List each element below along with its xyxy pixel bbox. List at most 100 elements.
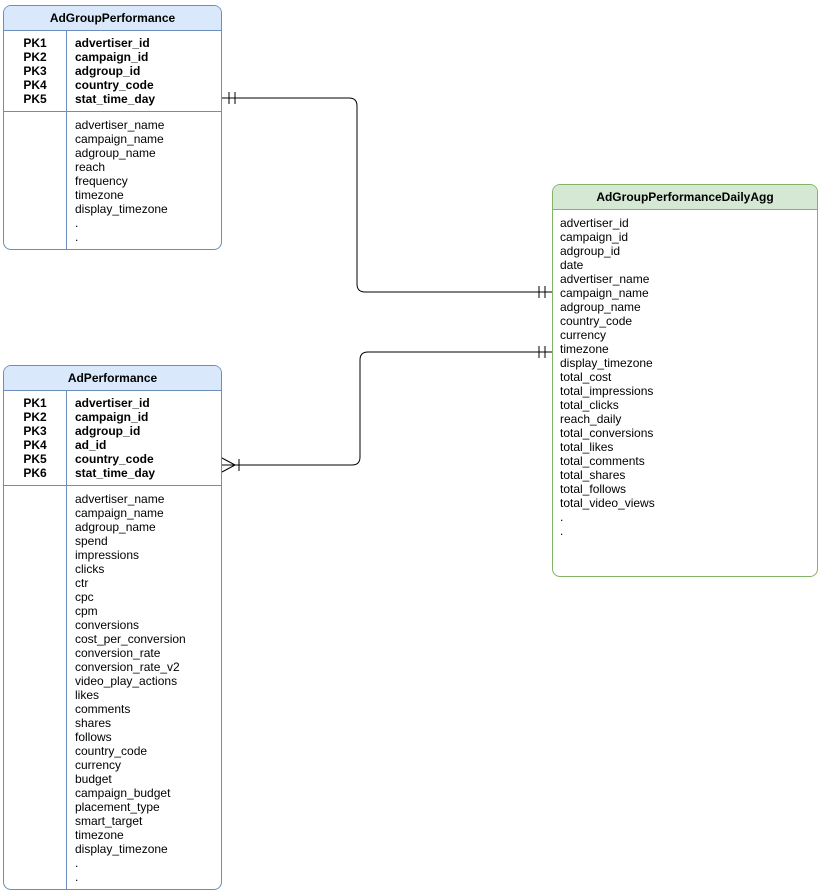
cardinality-crows-foot — [221, 464, 236, 473]
relationship-line-adgroupperformance-to-adgroupperformancedailyagg[interactable] — [222, 97, 552, 293]
pk-label: PK1 — [23, 396, 47, 410]
field-spacer — [4, 146, 66, 160]
field-spacer — [4, 506, 66, 520]
field-row: timezone — [4, 828, 221, 842]
field-spacer — [4, 548, 66, 562]
pk-field-name: ad_id — [75, 438, 107, 452]
field-row: advertiser_name — [4, 118, 221, 132]
field-name: follows — [75, 730, 112, 744]
field-row: adgroup_name — [553, 300, 817, 314]
field-name: timezone — [75, 188, 124, 202]
field-row: comments — [4, 702, 221, 716]
field-spacer — [4, 758, 66, 772]
field-name: display_timezone — [75, 842, 168, 856]
field-name: . — [75, 870, 79, 884]
field-spacer — [4, 188, 66, 202]
field-spacer — [4, 216, 66, 230]
field-name: campaign_name — [75, 506, 164, 520]
field-spacer — [4, 870, 66, 884]
field-row: total_likes — [553, 440, 817, 454]
field-name: country_code — [560, 314, 633, 328]
field-spacer — [4, 562, 66, 576]
pk-field-name: adgroup_id — [75, 64, 141, 78]
pk-field-name: stat_time_day — [75, 92, 156, 106]
entity-title: AdGroupPerformance — [4, 6, 221, 31]
field-spacer — [4, 590, 66, 604]
field-name: . — [75, 230, 79, 244]
field-spacer — [4, 118, 66, 132]
field-name: cpm — [75, 604, 98, 618]
pk-label: PK2 — [23, 410, 47, 424]
field-spacer — [4, 576, 66, 590]
section-divider — [4, 111, 221, 112]
pk-field-name: country_code — [75, 452, 154, 466]
field-row: placement_type — [4, 800, 221, 814]
pk-field-name: advertiser_id — [75, 396, 150, 410]
field-row: adgroup_name — [4, 520, 221, 534]
pk-column-divider — [66, 391, 67, 889]
field-spacer — [4, 786, 66, 800]
field-row: reach_daily — [553, 412, 817, 426]
field-row: campaign_name — [553, 286, 817, 300]
field-row: date — [553, 258, 817, 272]
field-spacer — [4, 856, 66, 870]
field-name: ctr — [75, 576, 89, 590]
pk-label: PK3 — [23, 424, 47, 438]
field-name: total_likes — [560, 440, 614, 454]
field-name: total_video_views — [560, 496, 655, 510]
field-name: cost_per_conversion — [75, 632, 186, 646]
field-name: reach_daily — [560, 412, 622, 426]
field-row: advertiser_id — [553, 216, 817, 230]
pk-row: PK5 stat_time_day — [4, 92, 221, 106]
field-name: shares — [75, 716, 112, 730]
field-row: . — [4, 856, 221, 870]
field-name: . — [75, 856, 79, 870]
field-row: display_timezone — [553, 356, 817, 370]
field-row: currency — [4, 758, 221, 772]
field-name: spend — [75, 534, 108, 548]
field-name: campaign_id — [560, 230, 629, 244]
field-row: clicks — [4, 562, 221, 576]
field-name: total_clicks — [560, 398, 619, 412]
field-spacer — [4, 716, 66, 730]
field-name: total_impressions — [560, 384, 654, 398]
entity-title: AdPerformance — [4, 366, 221, 391]
field-name: budget — [75, 772, 112, 786]
field-row: total_impressions — [553, 384, 817, 398]
field-spacer — [4, 800, 66, 814]
field-row: total_follows — [553, 482, 817, 496]
field-name: conversions — [75, 618, 140, 632]
field-spacer — [4, 604, 66, 618]
field-row: . — [553, 524, 817, 538]
field-row: video_play_actions — [4, 674, 221, 688]
field-row: shares — [4, 716, 221, 730]
field-spacer — [4, 174, 66, 188]
relationship-line-adperformance-to-adgroupperformancedailyagg[interactable] — [222, 351, 552, 466]
field-spacer — [4, 492, 66, 506]
field-row: . — [4, 870, 221, 884]
entity-title: AdGroupPerformanceDailyAgg — [553, 185, 817, 210]
pk-field-name: adgroup_id — [75, 424, 141, 438]
field-name: conversion_rate_v2 — [75, 660, 180, 674]
field-row: country_code — [4, 744, 221, 758]
field-spacer — [4, 702, 66, 716]
field-spacer — [4, 646, 66, 660]
field-row: reach — [4, 160, 221, 174]
field-row: conversion_rate_v2 — [4, 660, 221, 674]
pk-label: PK5 — [23, 92, 47, 106]
field-name: campaign_budget — [75, 786, 171, 800]
field-spacer — [4, 674, 66, 688]
pk-label: PK6 — [23, 466, 47, 480]
field-row: smart_target — [4, 814, 221, 828]
